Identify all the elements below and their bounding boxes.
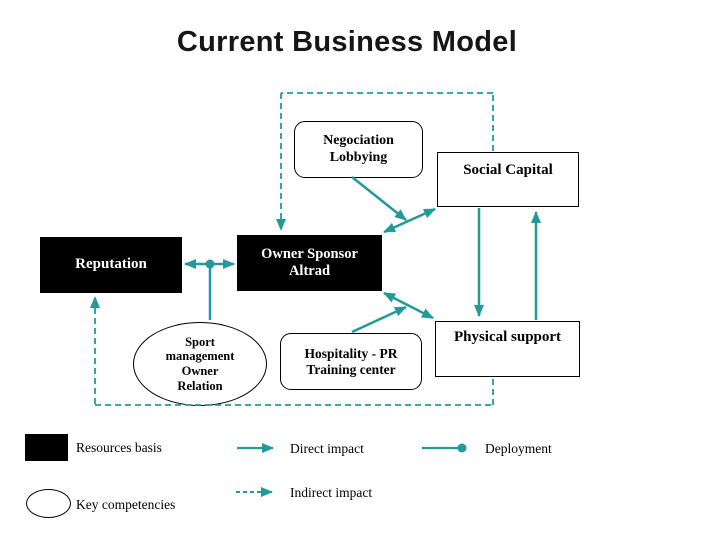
node-hospitality-pr-training: Hospitality - PR Training center — [280, 333, 422, 390]
legend-deployment-dot-icon — [457, 443, 467, 453]
node-social-capital: Social Capital — [437, 152, 579, 207]
legend-deployment-label: Deployment — [485, 441, 552, 456]
node-negociation-lobbying: Negociation Lobbying — [294, 121, 423, 178]
slide-title: Current Business Model — [176, 26, 518, 58]
deployment-dot — [205, 259, 215, 269]
node-physical-support: Physical support — [435, 321, 580, 377]
edge-hospitality-to-owner-physical-link — [351, 305, 407, 334]
legend-key-competencies-swatch — [26, 489, 71, 518]
node-reputation: Reputation — [40, 237, 182, 293]
legend-key-competencies-label: Key competencies — [76, 497, 176, 512]
legend-resources-basis-label: Resources basis — [76, 440, 162, 455]
node-owner-sponsor-altrad: Owner Sponsor Altrad — [237, 235, 382, 291]
edge-owner-social-bidirectional — [383, 207, 436, 234]
edge-owner-physical-bidirectional — [383, 291, 434, 320]
legend-resources-basis-swatch — [25, 434, 68, 461]
node-sport-management-owner-relation: Sport management Owner Relation — [133, 322, 267, 406]
legend-indirect-impact-label: Indirect impact — [290, 485, 373, 500]
legend-direct-impact-label: Direct impact — [290, 441, 364, 456]
edge-negociation-to-owner-social-link — [351, 176, 407, 221]
